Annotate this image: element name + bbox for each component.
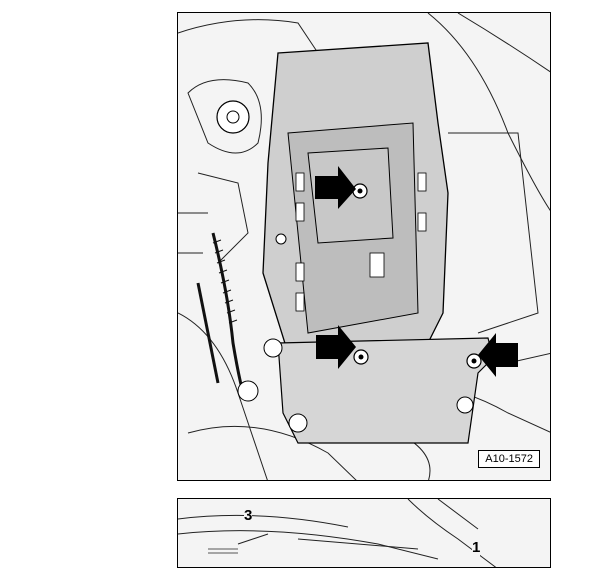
connector-ring: [216, 100, 250, 134]
wiring-harness: [196, 232, 245, 394]
callout-1: 1: [472, 539, 481, 556]
figure-reference-label: A10-1572: [478, 450, 540, 468]
second-illustration: [178, 499, 497, 567]
figure-battery-tray: A10-1572: [177, 12, 551, 481]
arrow-lower-left-bolt-icon: [316, 325, 356, 369]
engine-bay-outline: [178, 13, 550, 480]
bolt-group: [352, 183, 482, 369]
battery-tray-illustration: [178, 13, 550, 480]
tray-bracket: [277, 337, 494, 444]
arrow-lower-right-bolt-icon: [478, 333, 518, 377]
arrow-upper-bolt-icon: [315, 166, 356, 209]
callout-3: 3: [244, 507, 253, 524]
figure-second-illustration: 3 1: [177, 498, 551, 568]
